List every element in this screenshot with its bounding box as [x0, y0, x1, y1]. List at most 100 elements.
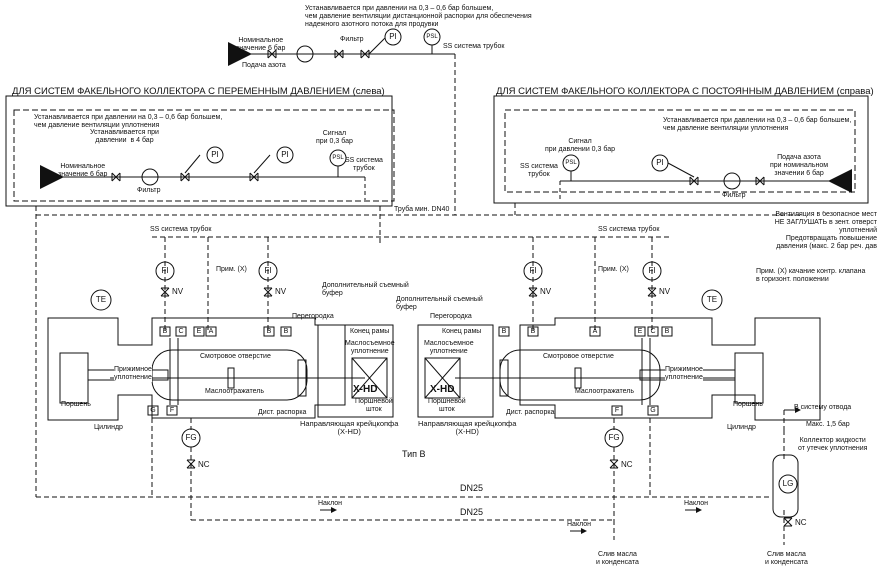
- packing-right: Прижимное уплотнение: [665, 366, 703, 382]
- rod-right: Поршневой шток: [428, 398, 466, 413]
- oil-deflector-left: Маслоотражатель: [205, 388, 265, 395]
- ss-left-label: SS система трубок: [150, 226, 212, 233]
- port-right-4: E: [637, 328, 643, 335]
- packing-left: Прижимное уплотнение: [114, 366, 152, 382]
- lg-tag: LG: [782, 479, 794, 488]
- max-pressure-label: Макс. 1,5 бар: [806, 421, 850, 428]
- extra-buffer-right: Дополнительный съемный буфер: [396, 296, 483, 311]
- slope-1: Наклон: [318, 500, 343, 507]
- port-right-2: B: [530, 328, 536, 335]
- left-box-piping: [40, 146, 366, 200]
- partition-right: Перегородка: [430, 313, 472, 320]
- collector-vessel: [772, 454, 799, 518]
- top-supply-line: [228, 28, 456, 215]
- slope-arrows: [320, 407, 801, 534]
- left-box-filter: Фильтр: [137, 187, 161, 194]
- fi-left-inner-circle: [258, 261, 278, 281]
- right-box-filter: Фильтр: [722, 192, 746, 199]
- port-left-5: B: [266, 328, 272, 335]
- guide-right: Направляющая крейцкопфа (X-HD): [418, 419, 517, 436]
- viewport-left: Смотровое отверстие: [200, 353, 271, 360]
- left-box-ss-tubes: SS система трубок: [345, 157, 383, 172]
- port-boxes: [147, 326, 673, 416]
- nc-collector: NC: [795, 518, 807, 527]
- oil-deflector-right: Маслоотражатель: [575, 388, 635, 395]
- left-box-frame: [5, 95, 393, 207]
- frame-end-right: Конец рамы: [442, 328, 482, 335]
- port-left-1: B: [162, 328, 168, 335]
- fg-right-tag: FG: [608, 433, 620, 442]
- port-left-4: A: [208, 328, 214, 335]
- collector-label: Коллектор жидкости от утечек уплотнения: [798, 437, 868, 452]
- rod-left: Поршневой шток: [355, 398, 393, 413]
- piston-right: Поршень: [733, 401, 763, 408]
- prim-x-left: Прим. (X): [216, 266, 247, 273]
- oil-seal-left: Маслосъемное уплотнение: [345, 340, 395, 355]
- cylinder-right: Цилиндр: [727, 424, 756, 431]
- right-box-title: ДЛЯ СИСТЕМ ФАКЕЛЬНОГО КОЛЛЕКТОРА С ПОСТО…: [496, 86, 874, 97]
- spacer-left: Дист. распорка: [258, 409, 307, 416]
- port-left-3: E: [196, 328, 202, 335]
- left-box-note2: Устанавливается при давлении в 4 бар: [90, 129, 159, 144]
- right-box-signal: Сигнал при давлении 0,3 бар: [545, 138, 615, 153]
- right-box-frame: [493, 95, 869, 204]
- right-box-dashed: [504, 109, 856, 193]
- prim-x-right: Прим. (X): [598, 266, 629, 273]
- port-bottom-1: G: [150, 407, 156, 414]
- pipe-min-label: Труба мин. DN40: [394, 206, 450, 213]
- fi-right-inner-circle: [523, 261, 543, 281]
- top-pi-tag: PI: [389, 32, 397, 41]
- port-right-5: C: [650, 328, 656, 335]
- dn25-top: DN25: [460, 483, 484, 493]
- fi-left-outer-circle: [155, 261, 175, 281]
- drain-right: Слив масла и конденсата: [765, 551, 808, 566]
- te-left-circle: [90, 289, 112, 311]
- left-box-signal: Сигнал при 0,3 бар: [316, 130, 353, 145]
- port-left-2: C: [178, 328, 184, 335]
- oil-seal-right: Маслосъемное уплотнение: [424, 340, 474, 355]
- right-box-piping: [559, 154, 852, 200]
- te-left-tag: TE: [95, 295, 107, 304]
- middle-distribution: [35, 203, 800, 497]
- left-box-dashed: [13, 109, 395, 202]
- cylinder-left: Цилиндр: [94, 424, 123, 431]
- left-box-nominal: Номинальное значение 6 бар: [58, 163, 108, 178]
- port-right-3: A: [592, 328, 598, 335]
- right-box-pi-tag: PI: [656, 158, 664, 167]
- te-right-circle: [701, 289, 723, 311]
- te-right-tag: TE: [706, 295, 718, 304]
- top-psl-tag: PSL: [426, 34, 438, 40]
- nv-right-outer: NV: [659, 287, 671, 296]
- viewport-right: Смотровое отверстие: [543, 353, 614, 360]
- fg-left-tag: FG: [185, 433, 197, 442]
- right-box-ss-tubes: SS система трубок: [520, 163, 558, 178]
- xhd-left: X-HD: [353, 384, 378, 395]
- port-right-1: B: [501, 328, 507, 335]
- to-vent-label: В систему отвода: [794, 404, 852, 411]
- right-box-psl-tag: PSL: [565, 160, 577, 166]
- port-right-6: B: [664, 328, 670, 335]
- drain-center: Слив масла и конденсата: [596, 551, 639, 566]
- nv-left-outer: NV: [172, 287, 184, 296]
- port-left-6: B: [283, 328, 289, 335]
- bottom-drains: [36, 410, 785, 545]
- compressor-left: [47, 317, 394, 421]
- top-nitrogen-label: Подача азота: [242, 62, 286, 69]
- port-bottom-3: F: [614, 407, 620, 414]
- extra-buffer-left: Дополнительный съемный буфер: [322, 282, 409, 297]
- left-box-psl-tag: PSL: [332, 155, 344, 161]
- xhd-right: X-HD: [430, 384, 455, 395]
- top-note: Устанавливается при давлении на 0,3 – 0,…: [305, 5, 532, 28]
- fi-left-inner-tag: FI: [264, 266, 272, 275]
- top-ss-tubes: SS система трубок: [443, 43, 505, 50]
- partition-left: Перегородка: [292, 313, 334, 320]
- port-bottom-2: F: [169, 407, 175, 414]
- frame-end-left: Конец рамы: [350, 328, 390, 335]
- right-box-nitrogen: Подача азота при номинальном значении 6 …: [770, 154, 829, 177]
- fi-right-inner-tag: FI: [529, 266, 537, 275]
- top-filter-label: Фильтр: [340, 36, 364, 43]
- type-b-label: Тип B: [402, 449, 426, 459]
- dn25-bottom: DN25: [460, 507, 484, 517]
- nv-left-inner: NV: [275, 287, 287, 296]
